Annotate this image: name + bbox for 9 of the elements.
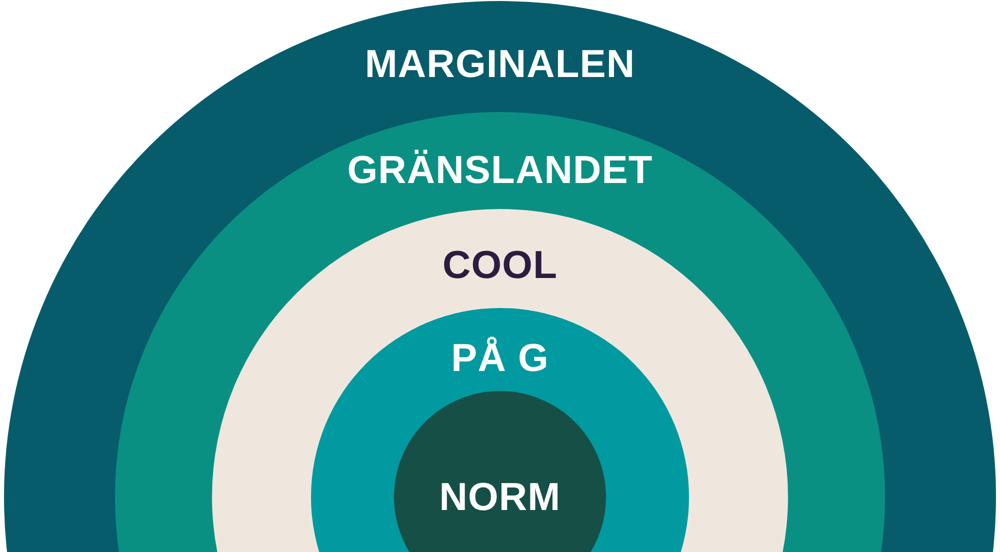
- semicircle-zone: [311, 308, 689, 552]
- semicircle-zone: [115, 112, 885, 552]
- semicircle-zone: [212, 209, 788, 552]
- zone-label: MARGINALEN: [364, 44, 636, 84]
- zone-label: GRÄNSLANDET: [347, 150, 653, 190]
- zone-label: COOL: [442, 246, 558, 284]
- zone-label: PÅ G: [451, 338, 549, 378]
- zone-label: NORM: [439, 478, 561, 516]
- semicircle-zone: [4, 1, 996, 552]
